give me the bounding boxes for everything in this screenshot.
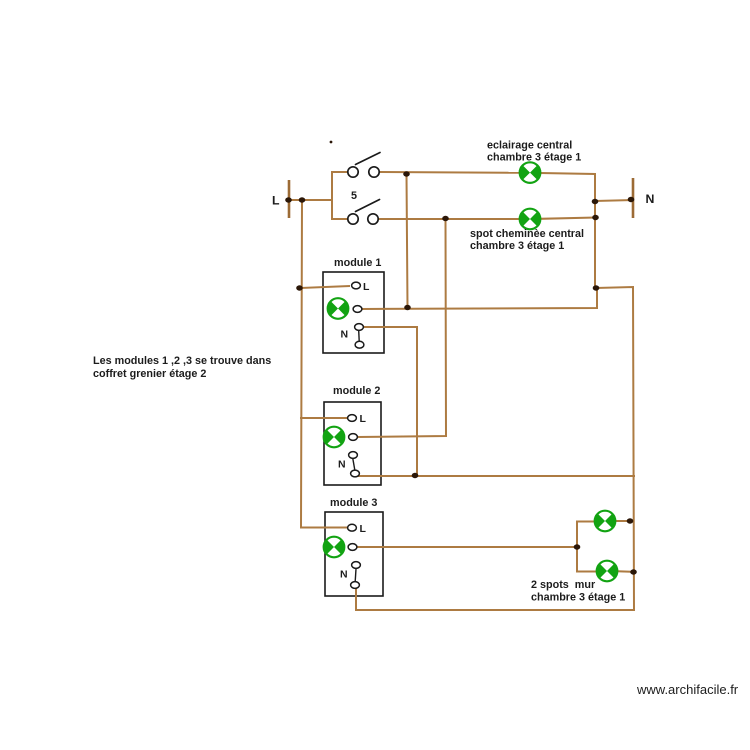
- switch1-contact-right-icon: [367, 165, 381, 179]
- module-2-n-label: N: [338, 459, 346, 471]
- note-line1: Les modules 1 ,2 ,3 se trouve dans: [93, 355, 271, 367]
- module-3-terminal-l: [346, 523, 358, 532]
- switch1-contact-left-icon: [346, 165, 360, 179]
- module-1-lamp-icon: [326, 297, 350, 320]
- note-line2: coffret grenier étage 2: [93, 368, 206, 380]
- lamp1-caption-line1: eclairage central: [487, 140, 572, 152]
- junction-dot: [592, 214, 599, 221]
- module-3-lamp-icon: [322, 535, 346, 559]
- module-2-terminal-l: [346, 413, 358, 423]
- wire-neutral-terminal-branch: [593, 198, 635, 203]
- module-2-terminal-out: [347, 432, 359, 442]
- module-1-terminal-n-bottom: [354, 340, 365, 349]
- module-1-terminal-n-top: [353, 322, 365, 332]
- wire-neutral-bus: [355, 285, 636, 611]
- lamp1-caption-line2: chambre 3 étage 1: [487, 152, 581, 164]
- junction-dot: [592, 285, 600, 291]
- junction-dot: [573, 544, 581, 550]
- lamp-spot-cheminee-icon: [518, 207, 542, 231]
- module-1-n-label: N: [341, 329, 349, 341]
- wire-spot1-left: [576, 520, 596, 548]
- junction-dot: [442, 215, 449, 222]
- wire-switch1-drop: [405, 172, 409, 309]
- wire-live-bus: [299, 198, 349, 529]
- lamp2-caption-line1: spot cheminèe central: [470, 228, 584, 240]
- junction-dot: [403, 171, 410, 177]
- junction-dot: [626, 518, 634, 524]
- junction-dot: [627, 196, 635, 203]
- live-label: L: [272, 194, 280, 208]
- module-2-terminal-n-bottom: [349, 469, 361, 478]
- junction-dot: [630, 569, 637, 575]
- spots-caption-line2: chambre 3 étage 1: [531, 592, 625, 604]
- module-2-n-link: [352, 458, 356, 471]
- junction-dot: [411, 472, 419, 479]
- wire-lamp1-to-neutral: [539, 171, 596, 289]
- spots-caption-line1: 2 spots mur: [531, 579, 596, 591]
- module-2-terminal-n-top: [347, 450, 359, 460]
- lamp-eclairage-central-icon: [518, 161, 542, 185]
- wire-module2-output: [356, 217, 448, 439]
- module-3-terminal-n-top: [350, 560, 362, 570]
- module-1-title: module 1: [334, 257, 381, 269]
- wire-module1-neutral-link: [362, 326, 418, 477]
- junction-dot: [591, 198, 599, 205]
- wire-lamp2-to-neutral: [539, 216, 597, 220]
- watermark: www.archifacile.fr: [636, 682, 739, 697]
- module-1-terminal-l: [350, 281, 362, 290]
- module-3-terminal-out: [347, 542, 358, 552]
- module-2-lamp-icon: [322, 425, 346, 449]
- module-2-title: module 2: [333, 385, 380, 397]
- wire-top-branch-right: [378, 170, 521, 174]
- neutral-label: N: [646, 192, 655, 206]
- module-3-l-label: L: [360, 523, 367, 535]
- module-3-n-label: N: [340, 569, 348, 581]
- switch2-contact-right-icon: [366, 212, 380, 226]
- module-1-n-link: [358, 330, 360, 342]
- wire-module1-live: [299, 284, 351, 290]
- module-3-terminal-n-bottom: [349, 580, 361, 590]
- junction-dot: [404, 304, 411, 311]
- module-2-l-label: L: [360, 413, 367, 425]
- switch1-blade-icon: [354, 151, 381, 166]
- wire-spot2-left: [576, 546, 598, 573]
- junction-dot: [285, 197, 292, 203]
- junction-dot: [296, 285, 303, 291]
- module-3-n-link: [354, 568, 357, 582]
- lamp2-caption-line2: chambre 3 étage 1: [470, 240, 564, 252]
- spot-mur-1-lamp-icon: [593, 509, 617, 533]
- spot-mur-2-lamp-icon: [595, 559, 619, 583]
- switch2-contact-left-icon: [346, 212, 360, 226]
- module-1-l-label: L: [363, 281, 370, 293]
- module-1-terminal-out: [352, 304, 363, 314]
- switch2-blade-icon: [354, 198, 381, 213]
- wire-module1-output: [360, 287, 598, 311]
- junction-dot: [298, 197, 306, 203]
- switch-count-label: 5: [351, 190, 357, 202]
- module-3-title: module 3: [330, 497, 377, 509]
- stray-mark: [329, 140, 333, 144]
